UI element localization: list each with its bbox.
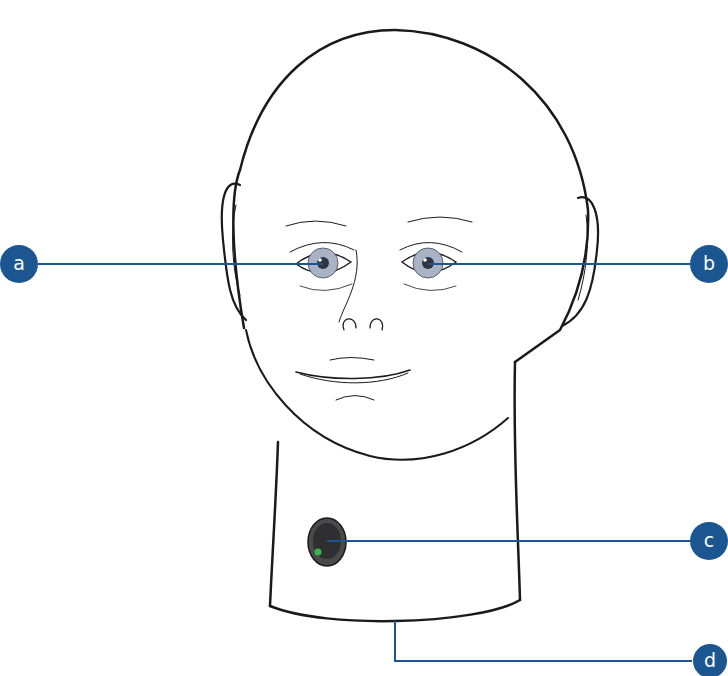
left-nostril	[343, 319, 356, 330]
eye-highlight	[423, 258, 427, 262]
callout-circle: b	[690, 245, 728, 283]
status-led	[315, 549, 322, 556]
right-ear-detail	[578, 215, 588, 300]
left-ear	[222, 184, 246, 320]
right-ear	[562, 197, 598, 326]
leader-line	[428, 263, 690, 265]
upper-lip	[330, 358, 374, 361]
left-brow	[286, 221, 346, 226]
mouth-lower	[300, 373, 408, 383]
neck-base	[270, 600, 520, 621]
callout-letter: a	[13, 254, 25, 273]
callout-letter: b	[703, 254, 715, 273]
right-brow	[408, 217, 472, 222]
callout-circle: a	[0, 245, 38, 283]
leader-line	[38, 263, 323, 265]
left-ear-detail	[233, 205, 240, 295]
right-nostril	[370, 319, 383, 330]
left-under-eye	[300, 284, 352, 291]
callout-letter: d	[704, 651, 716, 670]
mouth-line	[296, 370, 410, 379]
leader-line	[395, 621, 692, 661]
callout-circle: c	[690, 522, 728, 560]
leader-line	[327, 540, 690, 542]
callout-letter: c	[704, 531, 714, 550]
eye-highlight	[318, 258, 322, 262]
jaw-line	[246, 330, 508, 460]
head-outline	[233, 30, 588, 362]
neck-left	[270, 442, 278, 606]
callout-circle: d	[693, 644, 727, 676]
lower-lip	[336, 396, 374, 401]
right-under-eye	[404, 284, 456, 291]
neck-right	[515, 362, 520, 600]
